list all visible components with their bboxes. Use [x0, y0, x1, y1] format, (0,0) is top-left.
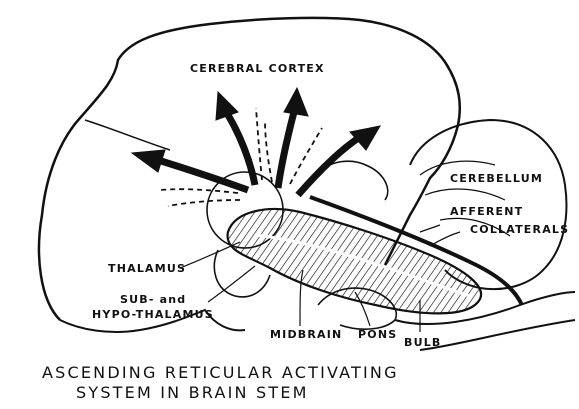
arrow-left [158, 160, 248, 190]
cortex-inner-fold [85, 120, 170, 150]
arrow-up-head [284, 88, 308, 116]
caption-line-1: ASCENDING RETICULAR ACTIVATING [42, 363, 399, 382]
caption-line-2: SYSTEM IN BRAIN STEM [76, 383, 309, 402]
arrow-up-left-head [216, 92, 238, 120]
reticular-system-hatched [228, 209, 482, 313]
label-thalamus: THALAMUS [108, 262, 186, 275]
label-collaterals: COLLATERALS [470, 223, 569, 236]
label-cerebral-cortex: CEREBRAL CORTEX [190, 62, 325, 75]
label-hypo-thalamus: HYPO-THALAMUS [92, 308, 214, 321]
afferent-pointer [420, 225, 440, 232]
label-pons: PONS [358, 328, 397, 341]
diffuse-projections [160, 108, 345, 206]
ascending-arrows [132, 88, 380, 195]
colliculus-outline [320, 161, 388, 200]
arrow-left-head [132, 150, 165, 172]
arrow-right [298, 137, 360, 195]
label-midbrain: MIDBRAIN [270, 328, 342, 341]
label-bulb: BULB [404, 336, 442, 349]
arrow-up [278, 112, 294, 188]
label-afferent: AFFERENT [450, 205, 523, 218]
label-cerebellum: CEREBELLUM [450, 172, 543, 185]
label-sub-and: SUB- and [120, 293, 186, 306]
